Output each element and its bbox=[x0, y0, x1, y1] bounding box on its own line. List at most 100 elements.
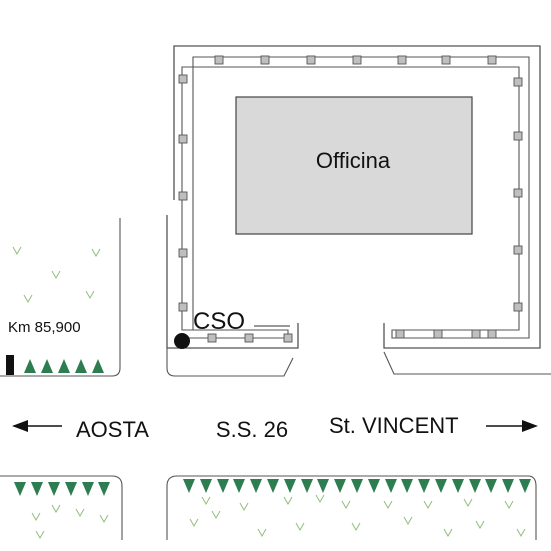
tree-marker bbox=[418, 479, 430, 493]
grass-tuft bbox=[75, 508, 85, 518]
post-marker bbox=[513, 302, 523, 312]
inner-fence-line-left bbox=[175, 56, 530, 339]
grass-tuft bbox=[516, 528, 526, 538]
post-marker bbox=[471, 329, 481, 339]
grass-tufts bbox=[12, 246, 526, 540]
grass-tuft bbox=[51, 270, 61, 280]
road-edge-north-far-west bbox=[0, 218, 121, 377]
cso-label: CSO bbox=[193, 308, 245, 335]
grass-tuft bbox=[257, 528, 267, 538]
tree-marker bbox=[58, 359, 70, 373]
tree-marker bbox=[48, 482, 60, 496]
post-marker bbox=[433, 329, 443, 339]
trees bbox=[14, 359, 531, 496]
grass-tuft bbox=[99, 514, 109, 524]
grass-tuft bbox=[295, 522, 305, 532]
tree-marker bbox=[65, 482, 77, 496]
tree-marker bbox=[452, 479, 464, 493]
tree-marker bbox=[75, 359, 87, 373]
tree-marker bbox=[368, 479, 380, 493]
grass-tuft bbox=[12, 246, 22, 256]
tree-marker bbox=[31, 482, 43, 496]
grass-tuft bbox=[201, 496, 211, 506]
tree-marker bbox=[351, 479, 363, 493]
post-marker bbox=[513, 131, 523, 141]
tree-marker bbox=[267, 479, 279, 493]
tree-marker bbox=[469, 479, 481, 493]
tree-marker bbox=[24, 359, 36, 373]
building-officina bbox=[235, 96, 473, 235]
east-direction-label: St. VINCENT bbox=[329, 413, 459, 438]
post-marker bbox=[178, 134, 188, 144]
post-marker bbox=[513, 188, 523, 198]
arrow-right-icon bbox=[486, 420, 538, 432]
grass-tuft bbox=[91, 248, 101, 258]
grass-tuft bbox=[475, 520, 485, 530]
km-post-marker bbox=[6, 355, 14, 375]
post-marker bbox=[513, 77, 523, 87]
grass-tuft bbox=[383, 500, 393, 510]
grass-tuft bbox=[283, 496, 293, 506]
post-markers bbox=[178, 55, 523, 343]
tree-marker bbox=[14, 482, 26, 496]
grass-tuft bbox=[31, 512, 41, 522]
tree-marker bbox=[233, 479, 245, 493]
grass-tuft bbox=[443, 528, 453, 538]
post-marker bbox=[178, 302, 188, 312]
tree-marker bbox=[435, 479, 447, 493]
tree-marker bbox=[98, 482, 110, 496]
post-marker bbox=[244, 333, 254, 343]
post-marker bbox=[207, 333, 217, 343]
tree-marker bbox=[82, 482, 94, 496]
building-label: Officina bbox=[316, 148, 391, 173]
road-name-label: S.S. 26 bbox=[216, 417, 288, 442]
grass-tuft bbox=[463, 498, 473, 508]
grass-tuft bbox=[85, 290, 95, 300]
grass-tuft bbox=[315, 494, 325, 504]
post-marker bbox=[487, 329, 497, 339]
arrow-left-icon bbox=[12, 420, 62, 432]
post-marker bbox=[178, 191, 188, 201]
tree-marker bbox=[200, 479, 212, 493]
grass-tuft bbox=[35, 530, 45, 540]
grass-tuft bbox=[403, 516, 413, 526]
tree-marker bbox=[401, 479, 413, 493]
post-marker bbox=[487, 55, 497, 65]
tree-marker bbox=[250, 479, 262, 493]
post-marker bbox=[306, 55, 316, 65]
post-marker bbox=[283, 333, 293, 343]
grass-tuft bbox=[211, 510, 221, 520]
tree-marker bbox=[217, 479, 229, 493]
tree-marker bbox=[92, 359, 104, 373]
tree-marker bbox=[334, 479, 346, 493]
tree-marker bbox=[183, 479, 195, 493]
grass-tuft bbox=[51, 504, 61, 514]
post-marker bbox=[395, 329, 405, 339]
grass-tuft bbox=[423, 500, 433, 510]
tree-marker bbox=[317, 479, 329, 493]
road-edge-north-west bbox=[166, 348, 294, 377]
cso-marker bbox=[174, 333, 190, 349]
tree-marker bbox=[41, 359, 53, 373]
post-marker bbox=[178, 248, 188, 258]
grass-tuft bbox=[504, 500, 514, 510]
post-marker bbox=[260, 55, 270, 65]
road-edge-north-east bbox=[383, 351, 551, 375]
grass-tuft bbox=[239, 502, 249, 512]
road-edge-south-east bbox=[166, 475, 537, 540]
grass-tuft bbox=[341, 500, 351, 510]
km-label: Km 85,900 bbox=[8, 319, 81, 336]
post-marker bbox=[513, 245, 523, 255]
post-marker bbox=[178, 74, 188, 84]
grass-tuft bbox=[351, 522, 361, 532]
grass-tuft bbox=[189, 518, 199, 528]
tree-marker bbox=[502, 479, 514, 493]
tree-marker bbox=[519, 479, 531, 493]
tree-marker bbox=[284, 479, 296, 493]
grass-tuft bbox=[23, 294, 33, 304]
tree-marker bbox=[485, 479, 497, 493]
west-direction-label: AOSTA bbox=[76, 417, 149, 442]
post-marker bbox=[214, 55, 224, 65]
post-marker bbox=[397, 55, 407, 65]
